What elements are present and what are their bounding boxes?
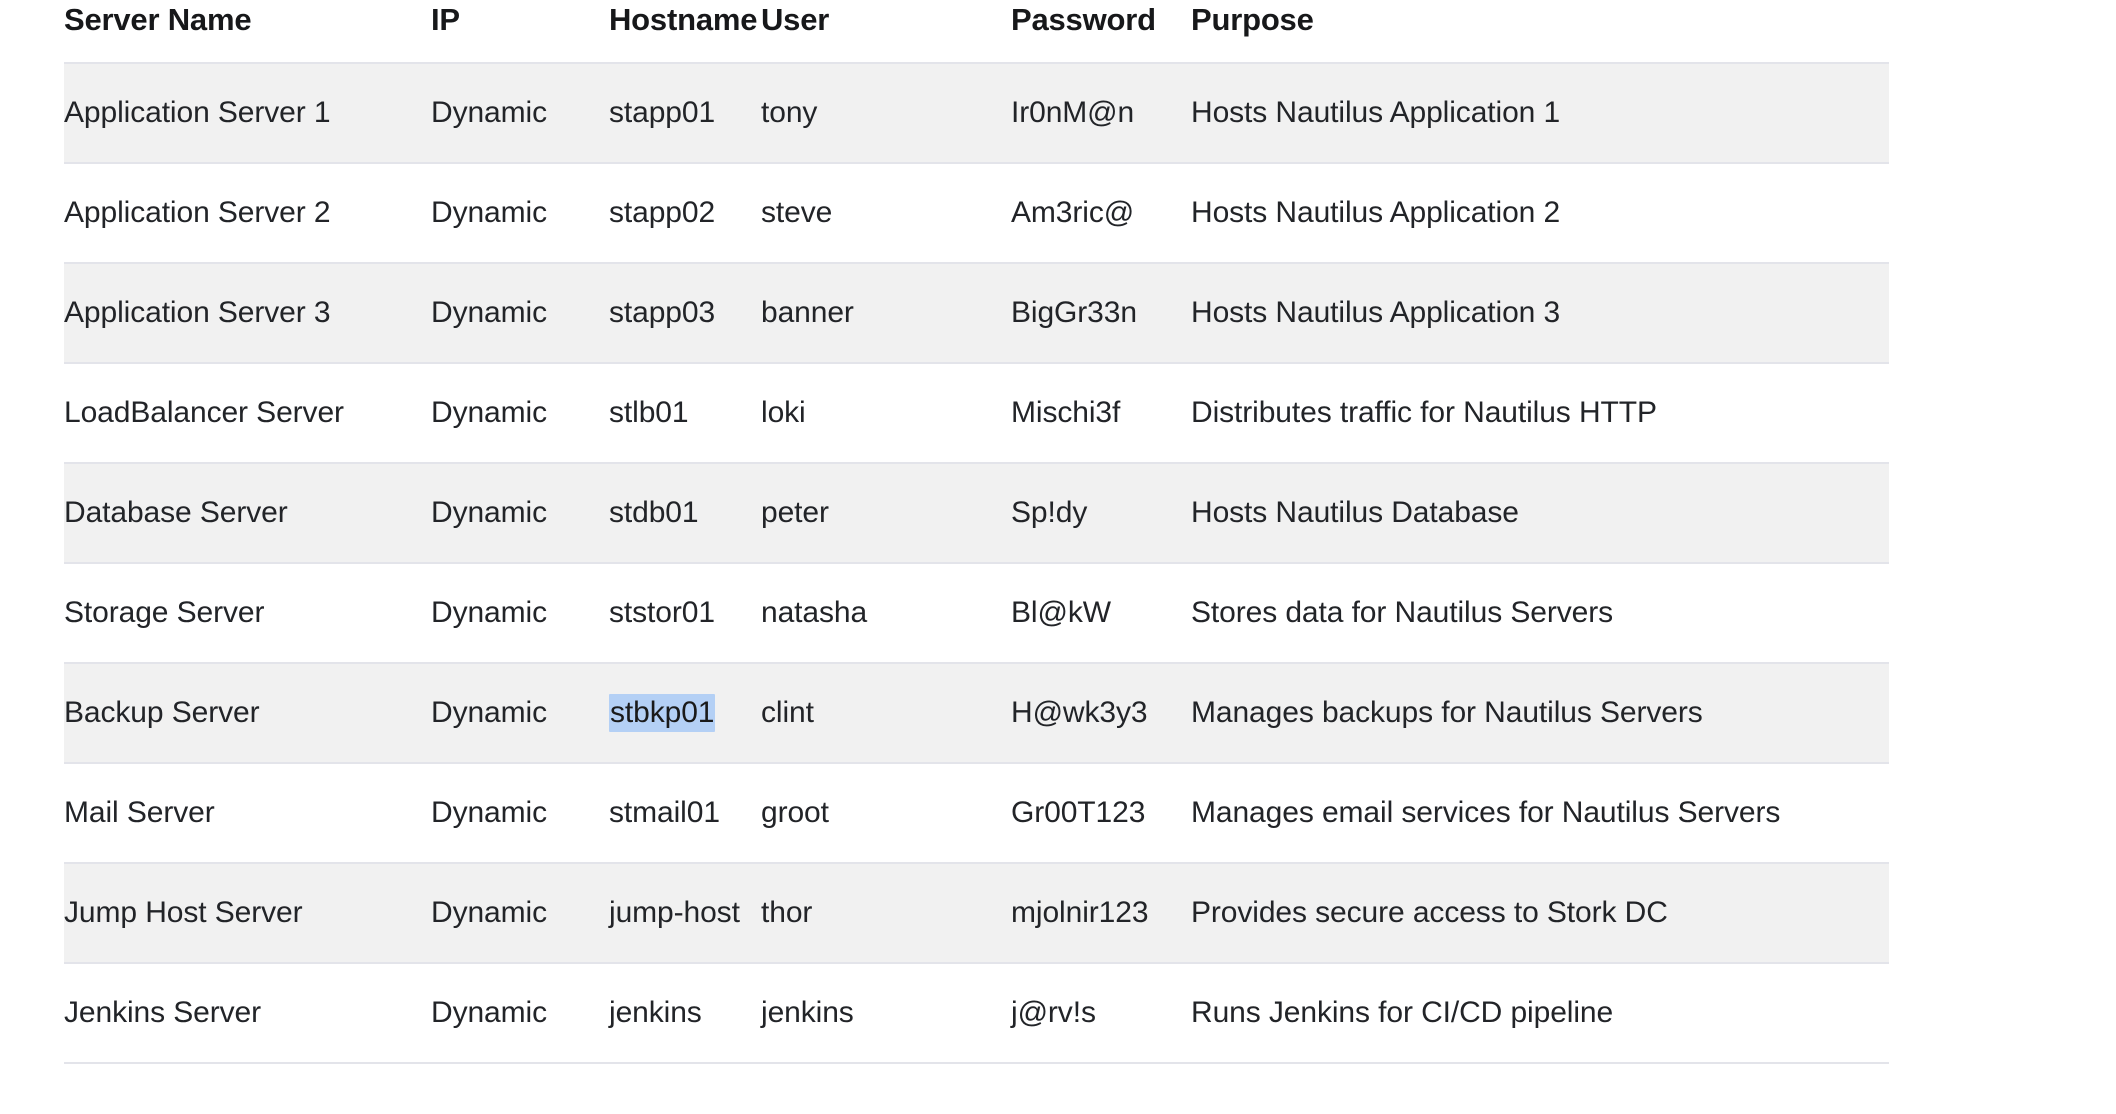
cell-hostname[interactable]: stlb01: [609, 396, 689, 429]
cell-password[interactable]: Gr00T123: [1011, 796, 1146, 829]
cell-hostname[interactable]: stapp02: [609, 196, 716, 229]
cell-user[interactable]: steve: [761, 196, 833, 229]
cell-server-name[interactable]: Mail Server: [64, 796, 215, 829]
cell-server-name[interactable]: Storage Server: [64, 596, 265, 629]
cell-password[interactable]: Bl@kW: [1011, 596, 1111, 629]
cell-hostname[interactable]: stbkp01: [609, 663, 761, 763]
table-row[interactable]: Jump Host Server Dynamic jump-host thor mjol…: [64, 863, 1889, 963]
cell-ip[interactable]: Dynamic: [431, 996, 547, 1029]
cell-user[interactable]: groot: [761, 796, 829, 829]
cell-ip[interactable]: Dynamic: [431, 196, 547, 229]
cell-server-name[interactable]: Jenkins Server: [64, 996, 262, 1029]
cell-user[interactable]: natasha: [761, 596, 868, 629]
cell-password[interactable]: Ir0nM@n: [1011, 96, 1135, 129]
table-row[interactable]: Database Server Dynamic stdb01 peter Sp!dy Ho…: [64, 463, 1889, 563]
selected-text-highlight[interactable]: stbkp01: [609, 694, 716, 732]
column-header-user[interactable]: User: [761, 2, 830, 37]
cell-user[interactable]: thor: [761, 896, 813, 929]
cell-user[interactable]: jenkins: [761, 996, 854, 1029]
cell-purpose[interactable]: Hosts Nautilus Application 3: [1191, 296, 1561, 329]
cell-password[interactable]: mjolnir123: [1011, 896, 1149, 929]
cell-password[interactable]: j@rv!s: [1011, 996, 1096, 1029]
cell-server-name[interactable]: Jump Host Server: [64, 896, 303, 929]
cell-password[interactable]: BigGr33n: [1011, 296, 1137, 329]
table-row[interactable]: Application Server 2 Dynamic stapp02 steve A…: [64, 163, 1889, 263]
column-header-password[interactable]: Password: [1011, 2, 1156, 37]
column-header-ip[interactable]: IP: [431, 2, 460, 37]
cell-server-name[interactable]: Application Server 3: [64, 296, 331, 329]
cell-hostname[interactable]: stapp03: [609, 296, 716, 329]
server-inventory-table: Server Name IP Hostname User Password Pu…: [64, 0, 1889, 1064]
cell-hostname[interactable]: ststor01: [609, 596, 715, 629]
cell-ip[interactable]: Dynamic: [431, 696, 547, 729]
cell-user[interactable]: tony: [761, 96, 818, 129]
column-header-purpose[interactable]: Purpose: [1191, 2, 1314, 37]
cell-hostname[interactable]: stapp01: [609, 96, 716, 129]
cell-ip[interactable]: Dynamic: [431, 96, 547, 129]
cell-purpose[interactable]: Hosts Nautilus Database: [1191, 496, 1519, 529]
cell-user[interactable]: loki: [761, 396, 806, 429]
table-header-row: Server Name IP Hostname User Password Pu…: [64, 0, 1889, 63]
cell-hostname[interactable]: stdb01: [609, 496, 699, 529]
table-head: Server Name IP Hostname User Password Pu…: [64, 0, 1889, 63]
cell-purpose[interactable]: Manages email services for Nautilus Serv…: [1191, 796, 1781, 829]
cell-hostname[interactable]: stmail01: [609, 796, 720, 829]
cell-password[interactable]: H@wk3y3: [1011, 696, 1148, 729]
cell-password[interactable]: Mischi3f: [1011, 396, 1121, 429]
cell-password[interactable]: Sp!dy: [1011, 496, 1088, 529]
cell-user[interactable]: banner: [761, 296, 854, 329]
cell-ip[interactable]: Dynamic: [431, 596, 547, 629]
table-body: Application Server 1 Dynamic stapp01 tony Ir…: [64, 63, 1889, 1063]
column-header-server-name[interactable]: Server Name: [64, 2, 252, 37]
table-row[interactable]: Application Server 3 Dynamic stapp03 banner…: [64, 263, 1889, 363]
table-row[interactable]: LoadBalancer Server Dynamic stlb01 loki Misc…: [64, 363, 1889, 463]
column-header-hostname[interactable]: Hostname: [609, 2, 758, 37]
cell-hostname[interactable]: jump-host: [609, 896, 740, 929]
cell-ip[interactable]: Dynamic: [431, 296, 547, 329]
cell-user[interactable]: peter: [761, 496, 829, 529]
table-row[interactable]: Storage Server Dynamic ststor01 natasha Bl@k…: [64, 563, 1889, 663]
cell-ip[interactable]: Dynamic: [431, 896, 547, 929]
cell-purpose[interactable]: Runs Jenkins for CI/CD pipeline: [1191, 996, 1614, 1029]
cell-purpose[interactable]: Stores data for Nautilus Servers: [1191, 596, 1613, 629]
table-row[interactable]: Backup Server Dynamic stbkp01 clint H@wk3y3 M…: [64, 663, 1889, 763]
cell-user[interactable]: clint: [761, 696, 814, 729]
cell-password[interactable]: Am3ric@: [1011, 196, 1135, 229]
table-row[interactable]: Jenkins Server Dynamic jenkins jenkins j@rv!…: [64, 963, 1889, 1063]
cell-ip[interactable]: Dynamic: [431, 396, 547, 429]
cell-hostname[interactable]: jenkins: [609, 996, 702, 1029]
cell-server-name[interactable]: Database Server: [64, 496, 288, 529]
cell-server-name[interactable]: LoadBalancer Server: [64, 396, 344, 429]
cell-purpose[interactable]: Hosts Nautilus Application 2: [1191, 196, 1561, 229]
cell-ip[interactable]: Dynamic: [431, 796, 547, 829]
cell-purpose[interactable]: Manages backups for Nautilus Servers: [1191, 696, 1703, 729]
table-row[interactable]: Mail Server Dynamic stmail01 groot Gr00T123 M…: [64, 763, 1889, 863]
cell-server-name[interactable]: Application Server 1: [64, 96, 331, 129]
cell-server-name[interactable]: Backup Server: [64, 696, 260, 729]
table-viewport: Server Name IP Hostname User Password Pu…: [64, 0, 1889, 1064]
table-row[interactable]: Application Server 1 Dynamic stapp01 tony Ir…: [64, 63, 1889, 163]
cell-purpose[interactable]: Provides secure access to Stork DC: [1191, 896, 1668, 929]
cell-server-name[interactable]: Application Server 2: [64, 196, 331, 229]
cell-ip[interactable]: Dynamic: [431, 496, 547, 529]
cell-purpose[interactable]: Hosts Nautilus Application 1: [1191, 96, 1561, 129]
cell-purpose[interactable]: Distributes traffic for Nautilus HTTP: [1191, 396, 1657, 429]
